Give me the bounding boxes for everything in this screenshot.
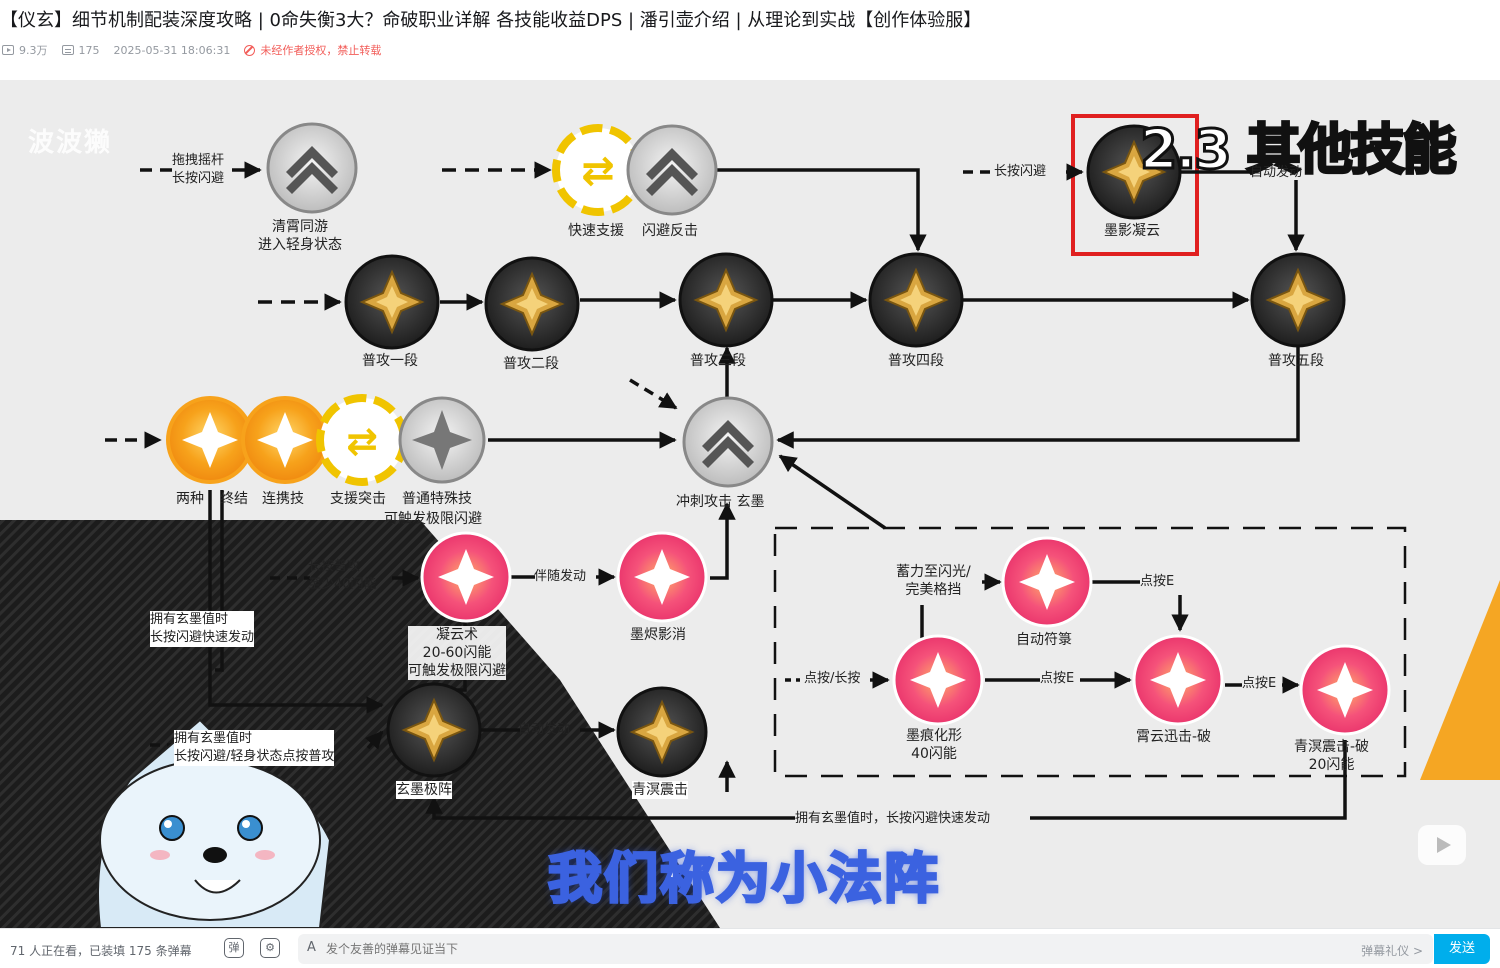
node-label-row3-1: 终结 <box>220 491 248 507</box>
node-label-row3-3: 支援突击 <box>330 491 386 507</box>
node-pg4 <box>868 252 964 348</box>
play-count-icon <box>2 45 14 55</box>
danmaku-bar: 71 人正在看，已装填 175 条弹幕 弹 ⚙ A 弹幕礼仪 > 发送 <box>0 928 1500 968</box>
copyright-notice: 未经作者授权，禁止转载 <box>244 42 381 58</box>
node-label-qingming: 青溟震击 <box>632 781 688 799</box>
node-label-pg4: 普攻四段 <box>888 353 944 369</box>
node-mohen <box>892 634 984 726</box>
node-label-pg5: 普攻五段 <box>1268 353 1324 369</box>
node-label-xiaoyun: 霄云迅击-破 <box>1136 729 1212 745</box>
node-chongci <box>682 396 774 488</box>
danmaku-count: 175 <box>78 43 100 57</box>
node-label-xuli: 蓄力至闪光/完美格挡 <box>896 564 971 598</box>
danmaku-input-wrapper: A 弹幕礼仪 > <box>298 934 1433 964</box>
danmaku-settings-icon[interactable]: ⚙ <box>260 938 280 958</box>
node-pg1 <box>344 254 440 350</box>
danmaku-etiquette-link[interactable]: 弹幕礼仪 > <box>1361 944 1423 958</box>
node-mojin <box>616 531 708 623</box>
views-count: 9.3万 <box>19 44 48 57</box>
node-label-mojin: 墨烬影消 <box>630 627 686 643</box>
node-qingxiao <box>266 122 358 214</box>
views-stat: 9.3万 <box>2 42 48 58</box>
node-label-row3-0: 两种 <box>176 491 204 507</box>
edge-label-yongyou2: 拥有玄墨值时长按闪避/轻身状态点按普攻 <box>174 730 335 766</box>
node-pg3 <box>678 252 774 348</box>
node-moying <box>1086 124 1182 220</box>
video-title: 【仪玄】细节机制配装深度攻略 | 0命失衡3大？命破职业详解 各技能收益DPS … <box>0 10 982 31</box>
node-label-moying: 墨影凝云 <box>1104 223 1160 239</box>
video-meta: 9.3万 175 2025-05-31 18:06:31 未经作者授权，禁止转载 <box>2 42 381 58</box>
node-shanbi-fanji <box>626 124 718 216</box>
font-style-icon[interactable]: A <box>307 940 316 955</box>
node-pg2 <box>484 256 580 352</box>
edge-label-dianan-changan: 点按/长按 <box>804 671 861 686</box>
node-label-pg1: 普攻一段 <box>362 353 418 369</box>
edge-label-zidong2: 自动发动 <box>518 722 571 737</box>
viewer-count: 71 人正在看，已装填 175 条弹幕 <box>10 944 192 958</box>
edge-label-dianan-e3: 点按E <box>1242 676 1277 691</box>
section-title: 2.3 其他技能 <box>1138 117 1457 183</box>
node-xuanmo-jizhen <box>386 682 482 778</box>
video-subtitle: 我们称为小法阵 <box>547 846 940 912</box>
send-button[interactable]: 发送 <box>1434 934 1490 964</box>
channel-watermark: 波波獭 <box>28 128 113 158</box>
edge-label-yongyou1: 拥有玄墨值时长按闪避快速发动 <box>150 611 255 647</box>
svg-text:⇄: ⇄ <box>581 148 615 194</box>
edge-label-bottom-loop: 拥有玄墨值时，长按闪避快速发动 <box>795 810 991 828</box>
node-label-row3-2: 连携技 <box>262 491 304 507</box>
video-header: 【仪玄】细节机制配装深度攻略 | 0命失衡3大？命破职业详解 各技能收益DPS … <box>0 0 1500 80</box>
svg-text:⇄: ⇄ <box>346 419 378 463</box>
edge-label-tuozhuai: 拖拽摇杆长按闪避 <box>172 153 225 186</box>
ban-icon <box>244 44 256 56</box>
edge-label-zidong-fadong: 自动发动 <box>1250 165 1303 180</box>
node-label-pg2: 普攻二段 <box>503 356 559 372</box>
node-zidong-fulu <box>1001 536 1093 628</box>
node-label-shanbi-fanji: 闪避反击 <box>642 223 698 239</box>
edge-label-banshui: 伴随发动 <box>534 569 587 584</box>
node-qingming-po <box>1299 644 1391 736</box>
video-player[interactable]: ⇄ ⇄ <box>0 80 1500 928</box>
node-pg5 <box>1250 252 1346 348</box>
danmaku-input[interactable] <box>326 934 1326 964</box>
node-label-zidong-fulu: 自动符箓 <box>1016 632 1072 648</box>
edge-label-dianan-e1: 点按E <box>1140 574 1175 589</box>
node-label-chongci: 冲刺攻击 玄墨 <box>676 494 765 510</box>
publish-time: 2025-05-31 18:06:31 <box>113 43 231 57</box>
danmaku-icon <box>61 45 74 55</box>
node-label-row3-4: 普通特殊技 <box>402 491 472 507</box>
mascot-avatar <box>97 718 332 928</box>
node-label-row3-note: 可触发极限闪避 <box>384 511 482 527</box>
node-label-qingxiao: 清霄同游进入轻身状态 <box>258 219 342 253</box>
node-label-xuanmo-jizhen: 玄墨极阵 <box>396 781 452 799</box>
node-label-kuaisu: 快速支援 <box>568 223 624 239</box>
play-icon[interactable] <box>1418 825 1466 865</box>
copyright-text: 未经作者授权，禁止转载 <box>260 44 382 57</box>
edge-label-changan-shanbi: 长按闪避 <box>994 164 1047 179</box>
danmaku-toggle-icon[interactable]: 弹 <box>224 938 244 958</box>
node-xiaoyun <box>1132 634 1224 726</box>
edge-label-dianan-e2: 点按E <box>1040 671 1075 686</box>
node-ningyun <box>420 531 512 623</box>
node-qingming <box>616 686 708 778</box>
node-kuaisu: ⇄ <box>552 124 644 216</box>
danmaku-stat: 175 <box>61 43 100 57</box>
edge-label-changan-pugong: 长按普攻至少40闪能 <box>308 559 377 592</box>
node-row3: ⇄ <box>166 394 486 486</box>
node-label-pg3: 普攻三段 <box>690 353 746 369</box>
skill-flow-diagram: ⇄ ⇄ <box>0 114 1500 928</box>
